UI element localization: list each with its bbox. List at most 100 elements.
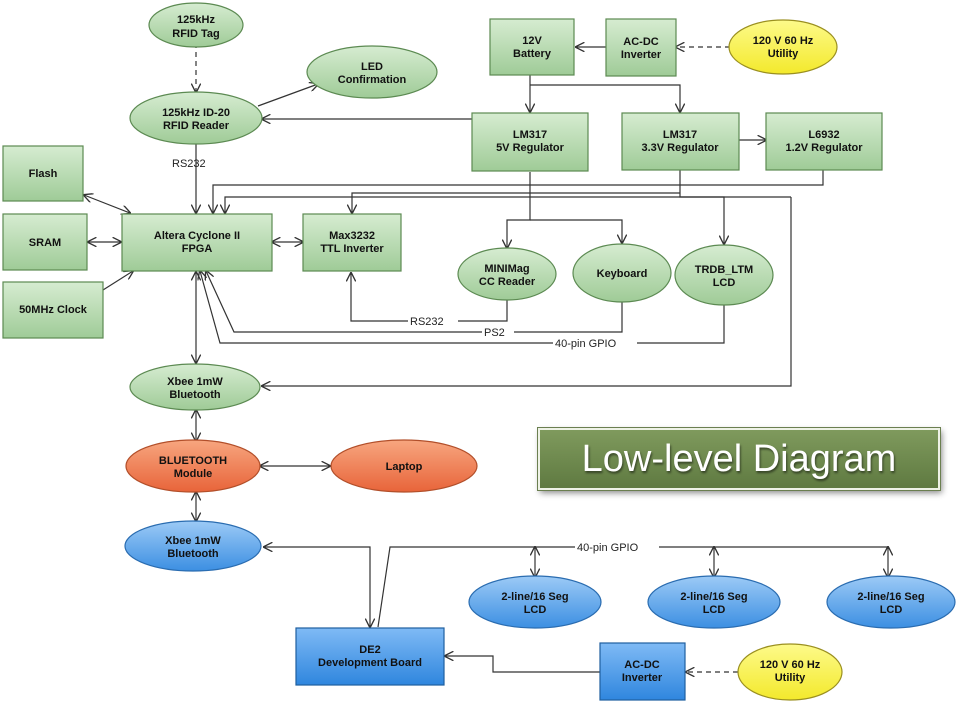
wire-xbee-blue-de2 (264, 547, 370, 627)
node-utility-top: 120 V 60 Hz Utility (728, 19, 838, 75)
node-led-line1: LED (361, 61, 383, 73)
wire-labels: RS232 RS232 PS2 40-pin GPIO 40-pin GPIO (172, 158, 659, 554)
gpio-label-top: 40-pin GPIO (555, 338, 617, 350)
node-reg-33v: LM317 3.3V Regulator (621, 112, 740, 171)
wire-clock-fpga (102, 271, 133, 291)
node-rfid-tag-line2: RFID Tag (172, 28, 219, 40)
wire-5v-to-minimag (507, 172, 531, 248)
rs232-label-top: RS232 (172, 158, 206, 170)
node-trdb: TRDB_LTM LCD (674, 244, 774, 306)
node-xbee-blue-line2: Bluetooth (167, 548, 219, 560)
node-reg-12v-line2: 1.2V Regulator (785, 142, 863, 154)
node-max3232-line2: TTL Inverter (320, 243, 384, 255)
node-acdc-top: AC-DC Inverter (605, 18, 677, 77)
node-acdc-top-line1: AC-DC (623, 36, 658, 48)
diagram-title-banner: Low-level Diagram (538, 428, 940, 490)
node-clock: 50MHz Clock (2, 281, 104, 339)
node-lcd-2: 2-line/16 Seg LCD (647, 575, 781, 629)
rs232-label-bottom: RS232 (410, 316, 444, 328)
wire-reader-to-led (257, 84, 318, 107)
wire-flash-fpga (84, 195, 130, 213)
wire-trdb-to-fpga (200, 271, 725, 344)
node-lcd-1: 2-line/16 Seg LCD (468, 575, 602, 629)
node-minimag: MINIMag CC Reader (457, 247, 557, 301)
node-minimag-line2: CC Reader (479, 276, 536, 288)
node-reg-5v-line2: 5V Regulator (496, 142, 565, 154)
node-rfid-reader-line2: RFID Reader (163, 120, 230, 132)
node-lcd-1-line2: LCD (524, 604, 547, 616)
node-battery-line2: Battery (513, 48, 552, 60)
node-xbee-green-line1: Xbee 1mW (167, 376, 223, 388)
node-laptop-label: Laptop (386, 461, 423, 473)
node-rfid-tag-line1: 125kHz (177, 14, 215, 26)
node-fpga-line2: FPGA (182, 243, 213, 255)
node-utility-bottom: 120 V 60 Hz Utility (737, 643, 843, 701)
node-utility-top-line1: 120 V 60 Hz (753, 35, 814, 47)
node-utility-top-line2: Utility (768, 48, 799, 60)
gpio-label-bottom: 40-pin GPIO (577, 542, 639, 554)
node-xbee-green-line2: Bluetooth (169, 389, 221, 401)
node-lcd-3-line2: LCD (880, 604, 903, 616)
node-trdb-line1: TRDB_LTM (695, 264, 753, 276)
wire-33v-to-xbee (262, 197, 792, 386)
node-lcd-1-line1: 2-line/16 Seg (501, 591, 568, 603)
node-acdc-bottom-line1: AC-DC (624, 659, 659, 671)
node-fpga: Altera Cyclone II FPGA (121, 213, 273, 272)
node-sram: SRAM (2, 213, 88, 271)
node-trdb-line2: LCD (713, 277, 736, 289)
wire-33v-to-trdb (679, 170, 724, 244)
node-acdc-bottom-line2: Inverter (622, 672, 663, 684)
node-acdc-bottom: AC-DC Inverter (599, 642, 686, 701)
node-acdc-top-line2: Inverter (621, 49, 662, 61)
node-bt-module: BLUETOOTH Module (125, 439, 261, 493)
wire-keyboard-to-fpga (206, 271, 623, 333)
node-led-line2: Confirmation (338, 74, 407, 86)
node-lcd-3: 2-line/16 Seg LCD (826, 575, 956, 629)
node-flash-label: Flash (29, 168, 58, 180)
wire-5v-to-keyboard (530, 219, 622, 243)
node-bt-module-line2: Module (174, 468, 213, 480)
node-rfid-tag: 125kHz RFID Tag (148, 2, 244, 48)
wire-battery-to-33v (530, 84, 680, 112)
node-lcd-3-line1: 2-line/16 Seg (857, 591, 924, 603)
wire-acdc-to-de2 (445, 656, 600, 673)
node-xbee-green: Xbee 1mW Bluetooth (129, 363, 261, 411)
node-battery: 12V Battery (489, 18, 575, 76)
node-reg-12v-line1: L6932 (808, 129, 839, 141)
node-reg-33v-line1: LM317 (663, 129, 697, 141)
diagram-title: Low-level Diagram (581, 437, 897, 480)
node-xbee-blue-line1: Xbee 1mW (165, 535, 221, 547)
ps2-label: PS2 (484, 327, 505, 339)
wire-12v-to-fpga (213, 170, 824, 213)
node-xbee-blue: Xbee 1mW Bluetooth (124, 520, 262, 572)
node-reg-5v-line1: LM317 (513, 129, 547, 141)
node-bt-module-line1: BLUETOOTH (159, 455, 227, 467)
node-max3232: Max3232 TTL Inverter (302, 213, 402, 272)
node-reg-5v: LM317 5V Regulator (471, 112, 589, 172)
node-utility-bottom-line2: Utility (775, 672, 806, 684)
node-sram-label: SRAM (29, 237, 61, 249)
node-led-confirmation: LED Confirmation (306, 45, 438, 99)
node-reg-12v: L6932 1.2V Regulator (765, 112, 883, 171)
node-rfid-reader-line1: 125kHz ID-20 (162, 107, 230, 119)
node-clock-label: 50MHz Clock (19, 304, 88, 316)
node-fpga-line1: Altera Cyclone II (154, 230, 240, 242)
wire-33v-to-max3232 (352, 192, 680, 213)
node-utility-bottom-line1: 120 V 60 Hz (760, 659, 821, 671)
node-keyboard-label: Keyboard (597, 268, 648, 280)
node-de2-line2: Development Board (318, 657, 422, 669)
node-de2: DE2 Development Board (295, 627, 445, 686)
node-lcd-2-line2: LCD (703, 604, 726, 616)
node-flash: Flash (2, 145, 84, 202)
node-rfid-reader: 125kHz ID-20 RFID Reader (129, 91, 263, 145)
wires (84, 43, 888, 672)
wire-33v-to-fpga-xbee (225, 196, 791, 213)
node-keyboard: Keyboard (572, 243, 672, 303)
node-reg-33v-line2: 3.3V Regulator (641, 142, 719, 154)
wire-de2-gpio (377, 546, 888, 628)
node-lcd-2-line1: 2-line/16 Seg (680, 591, 747, 603)
node-max3232-line1: Max3232 (329, 230, 375, 242)
node-minimag-line1: MINIMag (484, 263, 529, 275)
node-battery-line1: 12V (522, 35, 542, 47)
